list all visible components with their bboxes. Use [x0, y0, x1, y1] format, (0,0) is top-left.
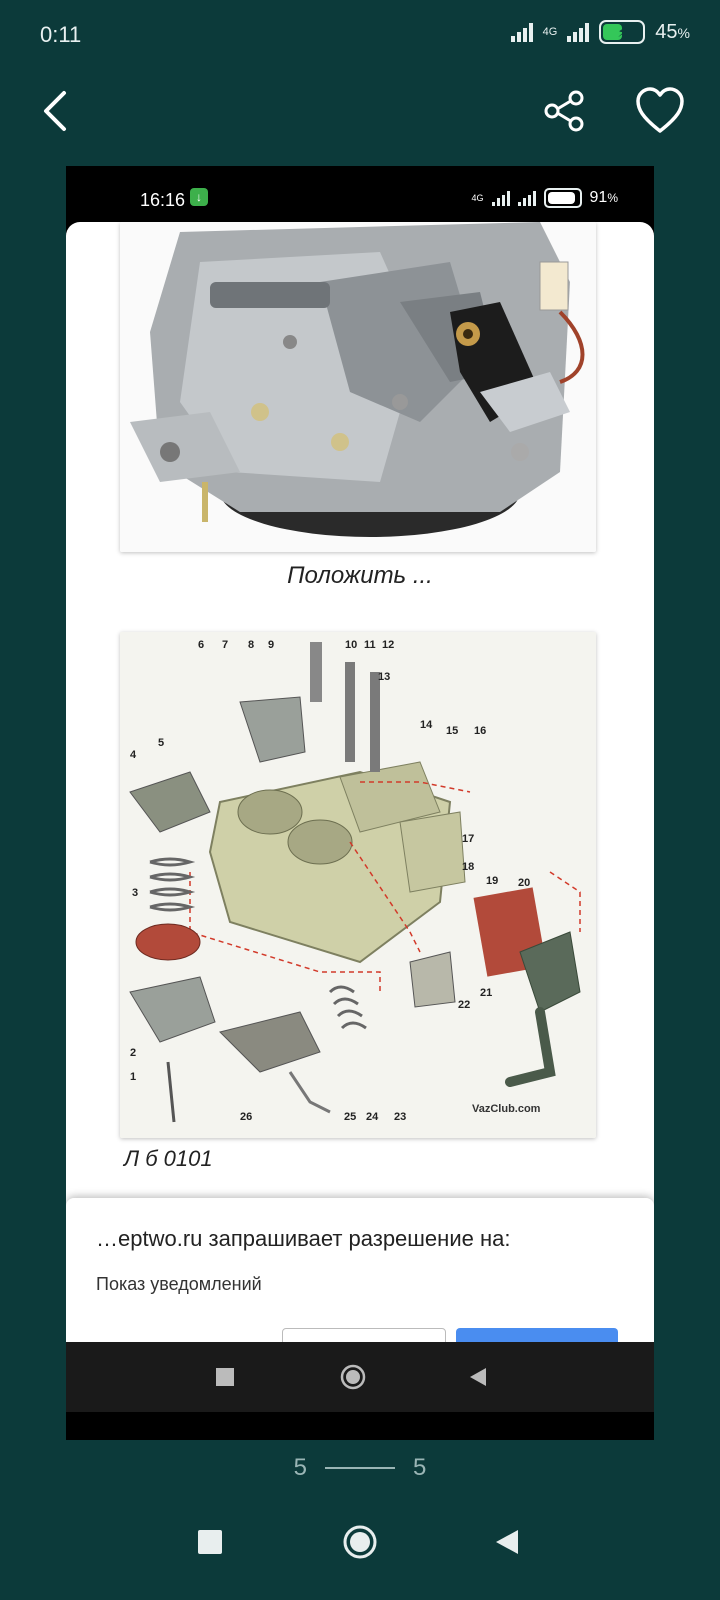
- battery-level: 45%: [655, 20, 690, 43]
- svg-text:4: 4: [130, 749, 137, 761]
- svg-text:2: 2: [130, 1047, 136, 1059]
- svg-text:7: 7: [222, 639, 228, 651]
- svg-text:14: 14: [420, 719, 433, 731]
- inner-recents-icon: [216, 1368, 234, 1386]
- status-indicators: 4G ⚡ 45%: [510, 20, 690, 44]
- signal-icon: [510, 22, 533, 42]
- carburetor-photo[interactable]: [120, 222, 596, 552]
- svg-text:23: 23: [394, 1111, 406, 1123]
- inner-network-type: 4G: [471, 193, 484, 203]
- svg-text:24: 24: [366, 1111, 379, 1123]
- inner-back-icon: [470, 1368, 486, 1386]
- inner-status-indicators: 4G 91%: [472, 188, 618, 208]
- svg-text:22: 22: [458, 999, 470, 1011]
- inner-home-icon: [340, 1364, 366, 1390]
- back-nav-button[interactable]: [494, 1528, 520, 1556]
- heart-icon: [636, 87, 684, 133]
- svg-text:12: 12: [382, 639, 394, 651]
- svg-text:21: 21: [480, 987, 492, 999]
- permission-title: …eptwo.ru запрашивает разрешение на:: [96, 1226, 511, 1251]
- svg-text:18: 18: [462, 861, 474, 873]
- battery-icon: ⚡: [599, 20, 646, 44]
- caption-1: Положить ...: [287, 562, 433, 589]
- download-icon: ↓: [190, 188, 208, 206]
- svg-text:10: 10: [345, 639, 357, 651]
- caption-2: Л б 0101: [124, 1146, 213, 1171]
- pager-divider: [325, 1467, 395, 1469]
- diagram-watermark: VazClub.com: [472, 1103, 541, 1115]
- system-nav-bar: [0, 1500, 720, 1600]
- svg-text:13: 13: [378, 671, 390, 683]
- recents-button[interactable]: [198, 1530, 222, 1554]
- inner-status-time: 16:16: [140, 190, 186, 210]
- status-time: 0:11: [40, 22, 82, 47]
- signal-icon-2: [567, 22, 590, 42]
- chevron-left-icon: [44, 91, 66, 131]
- status-bar: 0:11 4G ⚡ 45%: [0, 0, 720, 70]
- svg-text:11: 11: [364, 639, 376, 651]
- svg-text:19: 19: [486, 875, 498, 887]
- svg-text:6: 6: [198, 639, 204, 651]
- pager: 5 5: [0, 1448, 720, 1488]
- share-button[interactable]: [538, 85, 590, 137]
- inner-signal-icon: [491, 190, 510, 206]
- network-type: 4G: [542, 25, 558, 38]
- web-page: Положить ...: [66, 222, 654, 1372]
- home-button[interactable]: [340, 1522, 380, 1562]
- svg-text:1: 1: [130, 1071, 136, 1083]
- svg-text:26: 26: [240, 1111, 252, 1123]
- pager-total: 5: [413, 1454, 427, 1481]
- inner-nav-bar: [66, 1342, 654, 1412]
- svg-text:17: 17: [462, 833, 474, 845]
- pager-current: 5: [293, 1454, 307, 1481]
- screenshot-preview[interactable]: 16:16 ↓ 4G 91%: [66, 166, 654, 1440]
- inner-battery-level: 91%: [589, 189, 618, 206]
- permission-subtitle: Показ уведомлений: [96, 1274, 262, 1294]
- svg-text:25: 25: [344, 1111, 356, 1123]
- svg-text:9: 9: [268, 639, 274, 651]
- svg-text:5: 5: [158, 737, 164, 749]
- share-icon: [544, 90, 584, 132]
- svg-text:20: 20: [518, 877, 530, 889]
- back-button[interactable]: [30, 85, 82, 137]
- inner-battery-icon: [543, 188, 582, 208]
- svg-text:3: 3: [132, 887, 138, 899]
- inner-signal-icon-2: [517, 190, 536, 206]
- svg-text:16: 16: [474, 725, 486, 737]
- svg-text:8: 8: [248, 639, 254, 651]
- svg-text:15: 15: [446, 725, 458, 737]
- favorite-button[interactable]: [632, 85, 688, 137]
- inner-status-bar: 16:16 ↓ 4G 91%: [66, 166, 654, 222]
- carburetor-photo-illustration: [120, 222, 596, 552]
